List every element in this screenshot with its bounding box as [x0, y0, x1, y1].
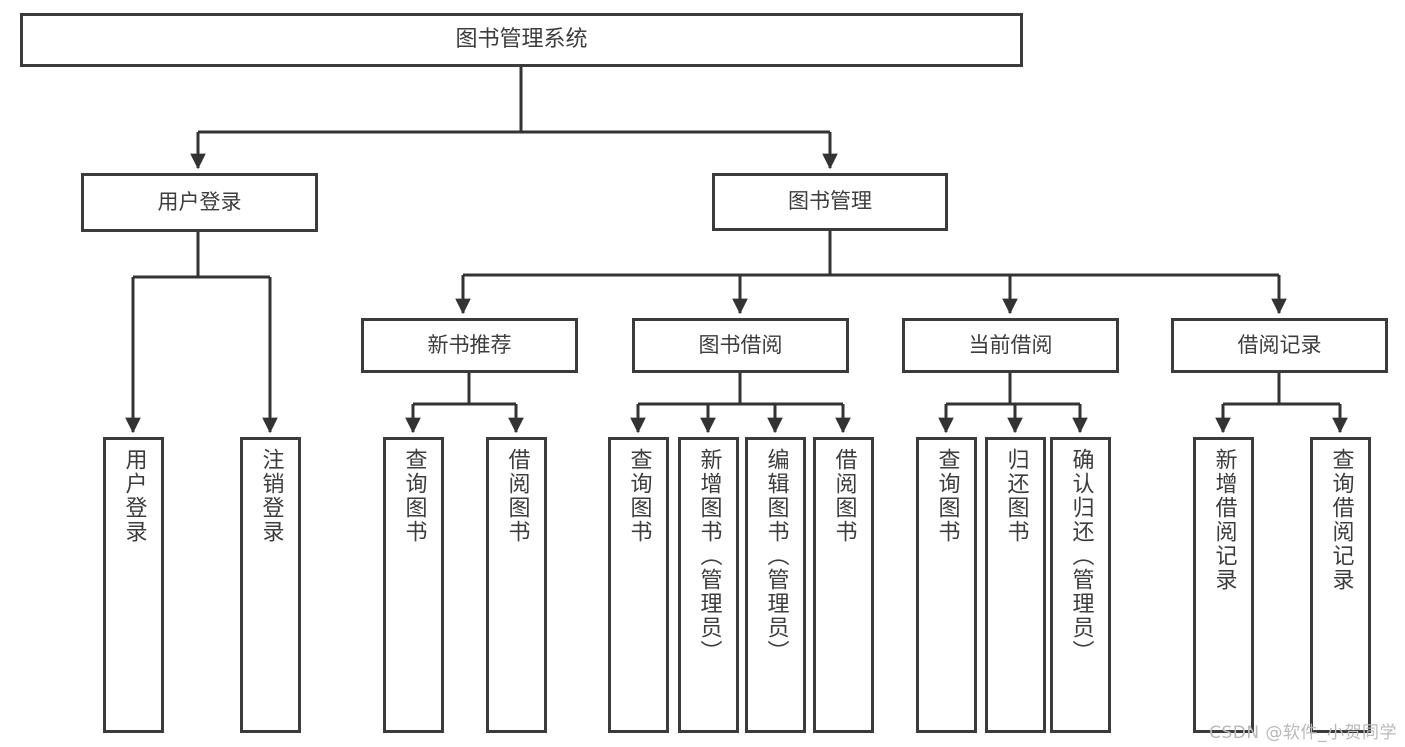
- node-borrow-record[interactable]: 借阅记录: [1171, 318, 1388, 373]
- node-label: 新增图书（管理员）: [696, 448, 722, 664]
- node-label: 借阅图书: [831, 448, 857, 544]
- node-book-management[interactable]: 图书管理: [712, 173, 948, 231]
- leaf-borrow-book[interactable]: 借阅图书: [813, 437, 874, 733]
- node-label: 新书推荐: [427, 332, 512, 357]
- node-label: 查询借阅记录: [1328, 448, 1354, 592]
- node-label: 注销登录: [258, 448, 284, 544]
- node-label: 借阅图书: [504, 448, 530, 544]
- leaf-return-book[interactable]: 归还图书: [985, 437, 1046, 733]
- node-label: 用户登录: [157, 189, 242, 214]
- node-label: 编辑图书（管理员）: [763, 448, 789, 664]
- node-label: 当前借阅: [968, 332, 1053, 357]
- leaf-add-book-admin[interactable]: 新增图书（管理员）: [678, 437, 739, 733]
- node-label: 确认归还（管理员）: [1068, 448, 1094, 664]
- leaf-query-book-borrow[interactable]: 查询图书: [608, 437, 669, 733]
- node-label: 借阅记录: [1237, 332, 1322, 357]
- node-label: 用户登录: [121, 448, 147, 544]
- leaf-confirm-return-admin[interactable]: 确认归还（管理员）: [1050, 437, 1111, 733]
- node-book-borrow[interactable]: 图书借阅: [632, 318, 849, 373]
- node-label: 归还图书: [1003, 448, 1029, 544]
- node-label: 图书管理: [788, 189, 872, 214]
- leaf-borrow-book-recommend[interactable]: 借阅图书: [486, 437, 547, 733]
- node-label: 查询图书: [626, 448, 652, 544]
- node-current-borrow[interactable]: 当前借阅: [902, 318, 1119, 373]
- node-root-book-management-system[interactable]: 图书管理系统: [20, 13, 1023, 67]
- node-label: 查询图书: [401, 448, 427, 544]
- leaf-add-borrow-record[interactable]: 新增借阅记录: [1193, 437, 1254, 733]
- node-user-login[interactable]: 用户登录: [81, 173, 318, 232]
- leaf-query-borrow-record[interactable]: 查询借阅记录: [1310, 437, 1371, 733]
- leaf-edit-book-admin[interactable]: 编辑图书（管理员）: [745, 437, 806, 733]
- node-label: 图书借阅: [698, 332, 783, 357]
- leaf-user-login[interactable]: 用户登录: [103, 437, 164, 733]
- node-label: 查询图书: [934, 448, 960, 544]
- leaf-query-book-current[interactable]: 查询图书: [916, 437, 977, 733]
- node-new-book-recommend[interactable]: 新书推荐: [361, 318, 578, 373]
- leaf-user-logout[interactable]: 注销登录: [240, 437, 301, 733]
- leaf-query-book-recommend[interactable]: 查询图书: [383, 437, 444, 733]
- node-label: 图书管理系统: [455, 26, 588, 52]
- node-label: 新增借阅记录: [1211, 448, 1237, 592]
